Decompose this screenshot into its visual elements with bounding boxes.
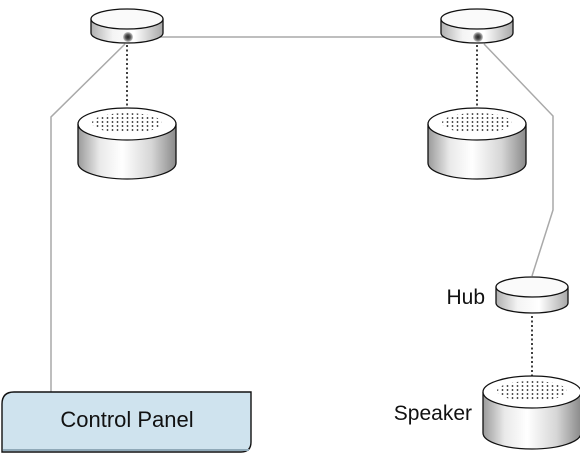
jack-icon bbox=[473, 32, 483, 42]
hub-label: Hub bbox=[446, 286, 485, 309]
control-panel: Control Panel bbox=[1, 391, 252, 453]
wire-hub1-to-control-panel bbox=[50, 43, 126, 392]
wire-network bbox=[50, 36, 554, 392]
speaker-icon bbox=[482, 375, 580, 450]
speaker-icon bbox=[427, 107, 527, 180]
hub-icon bbox=[440, 8, 514, 44]
speaker-label: Speaker bbox=[394, 402, 472, 425]
hub-icon bbox=[495, 276, 569, 314]
speaker-icon bbox=[77, 107, 177, 180]
wire-hub2-to-hub3 bbox=[483, 43, 554, 277]
speaker-links bbox=[126, 45, 533, 378]
hub-icon bbox=[90, 8, 164, 44]
jack-icon bbox=[123, 32, 133, 42]
control-panel-label: Control Panel bbox=[60, 407, 193, 432]
